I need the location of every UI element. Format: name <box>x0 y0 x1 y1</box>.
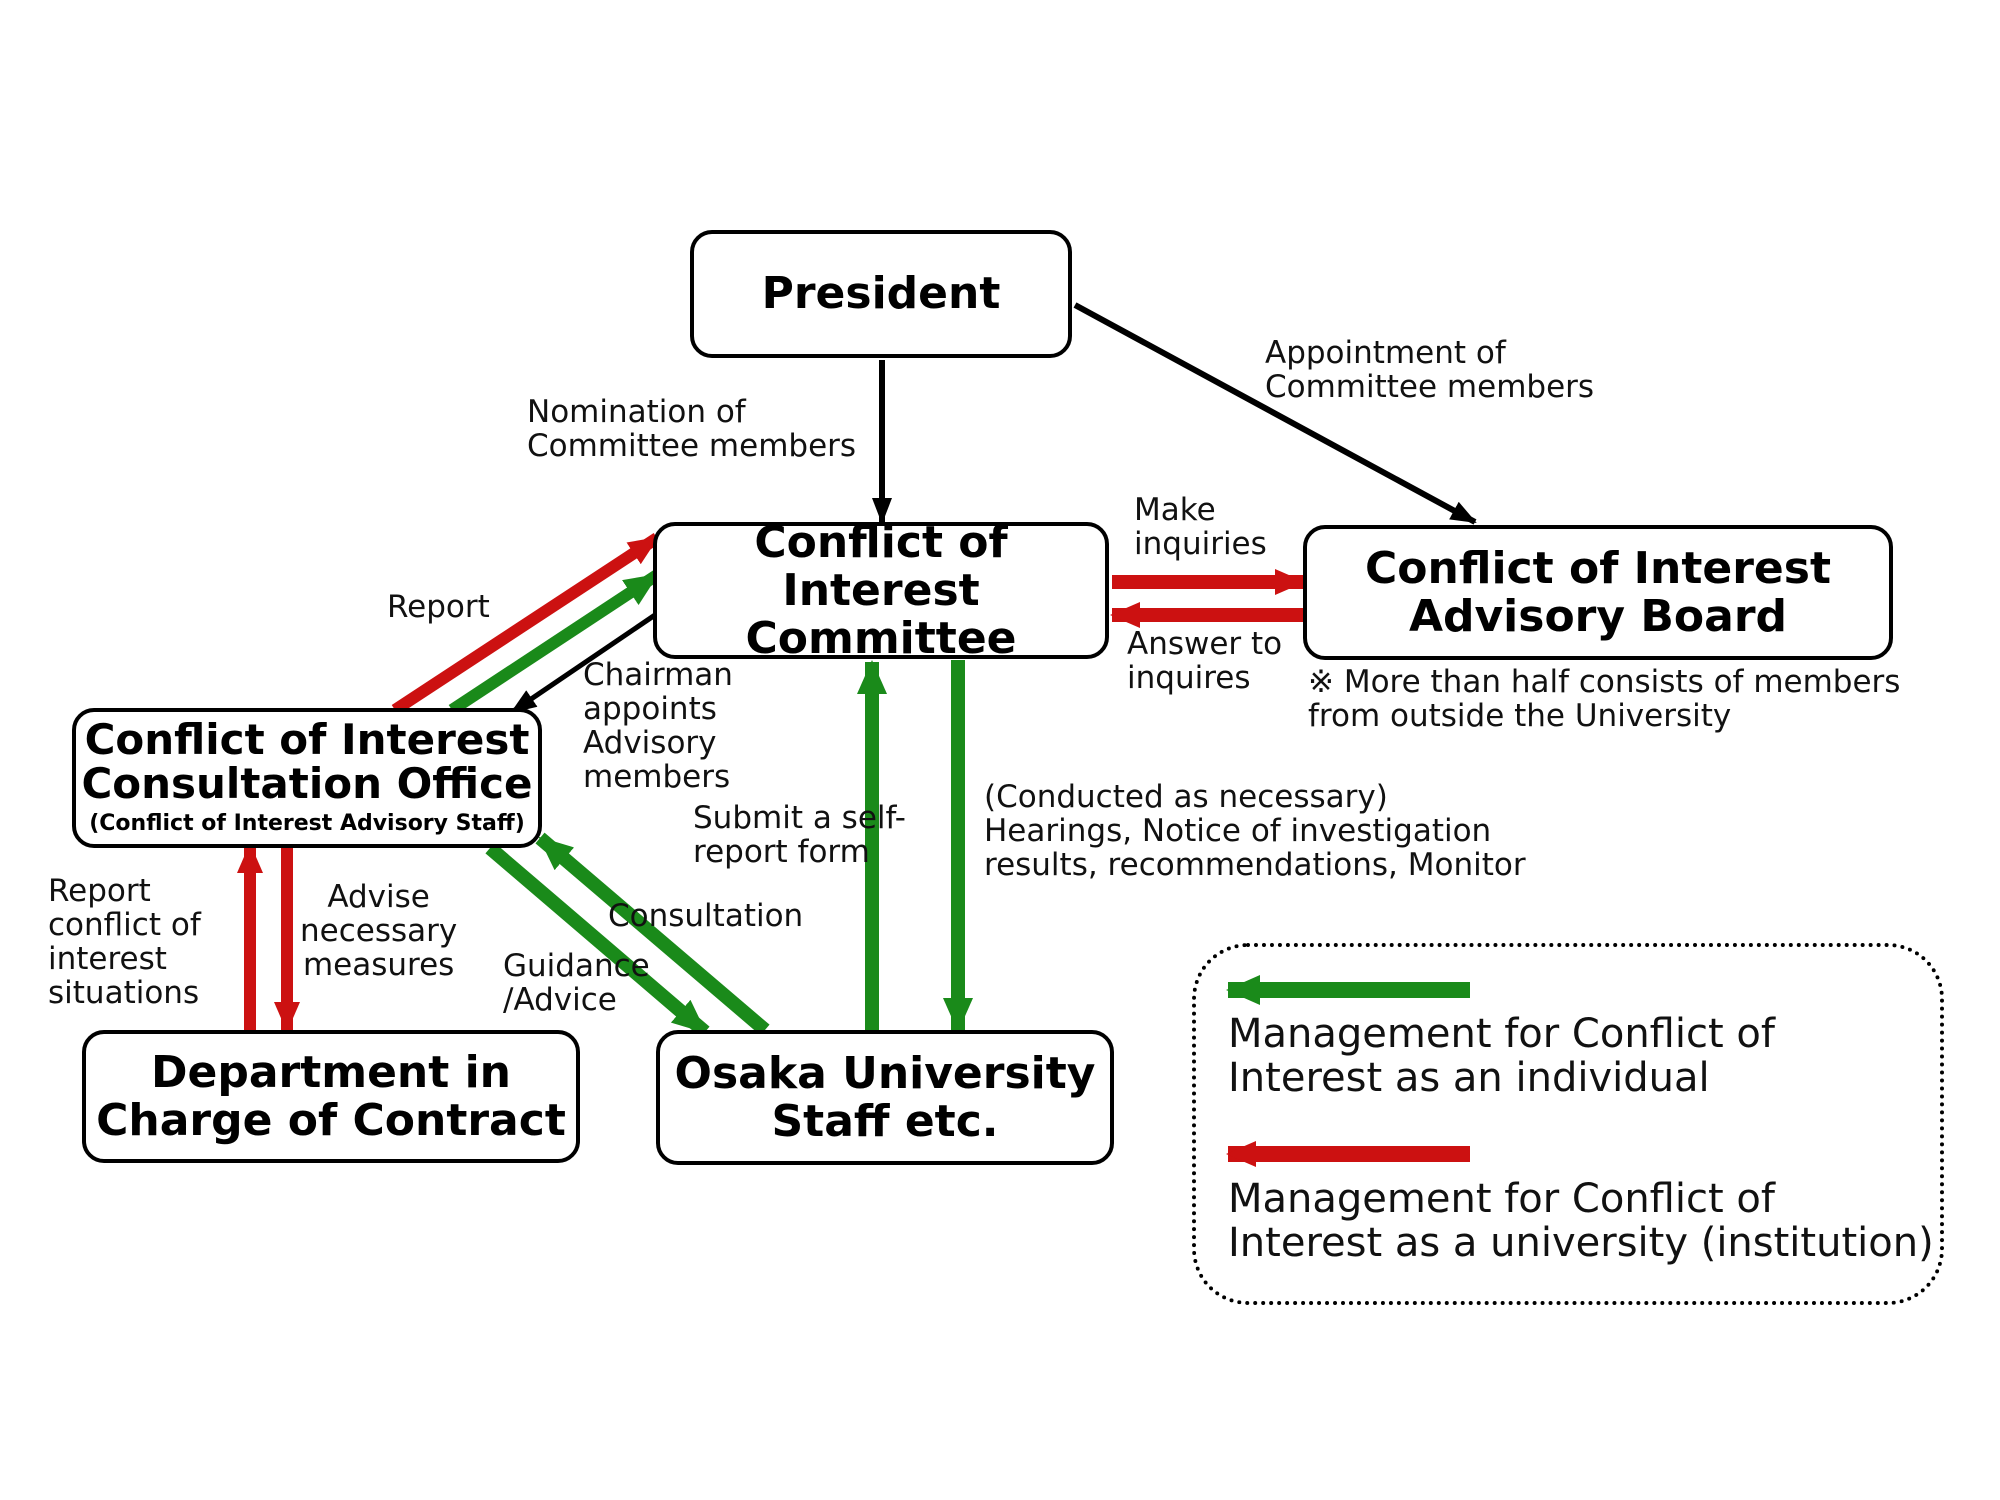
node-advisory-board-title: Conflict of Interest Advisory Board <box>1365 542 1831 642</box>
arrow-appointment <box>1073 302 1477 525</box>
node-president-title: President <box>761 268 1001 319</box>
legend-individual-text: Management for Conflict of Interest as a… <box>1228 1011 1775 1101</box>
node-consultation-office: Conflict of Interest Consultation Office… <box>72 708 542 848</box>
label-consultation: Consultation <box>608 898 804 934</box>
arrow-consultation <box>535 832 770 1036</box>
legend-box <box>1192 943 1944 1305</box>
arrow-report-institution <box>391 532 661 716</box>
label-make-inquiries: Make inquiries <box>1134 492 1267 562</box>
label-report: Report <box>387 589 490 625</box>
label-advise-measures: Advise necessary measures <box>300 879 458 983</box>
node-committee-title: Conflict of Interest Committee <box>745 516 1017 664</box>
node-consultation-office-subtitle: (Conflict of Interest Advisory Staff) <box>89 811 525 836</box>
node-president: President <box>690 230 1072 358</box>
label-nomination: Nomination of Committee members <box>527 394 857 464</box>
node-department-title: Department in Charge of Contract <box>96 1046 566 1146</box>
label-chairman-appoints: Chairman appoints Advisory members <box>583 657 733 795</box>
arrow-chairman-appoints <box>510 612 657 715</box>
label-report-conflict: Report conflict of interest situations <box>48 873 201 1011</box>
legend-institution-text: Management for Conflict of Interest as a… <box>1228 1176 1934 1266</box>
arrow-guidance <box>485 842 710 1038</box>
label-submit-self-report: Submit a self- report form <box>693 800 906 870</box>
label-appointment: Appointment of Committee members <box>1265 335 1595 405</box>
label-conducted: (Conducted as necessary) Hearings, Notic… <box>984 779 1526 883</box>
node-staff-title: Osaka University Staff etc. <box>674 1047 1096 1147</box>
node-committee: Conflict of Interest Committee <box>653 518 1109 662</box>
node-department: Department in Charge of Contract <box>82 1030 580 1163</box>
label-guidance: Guidance /Advice <box>503 948 650 1018</box>
label-answer-inquiries: Answer to inquires <box>1127 626 1283 696</box>
label-advisory-note: ※ More than half consists of members fro… <box>1308 664 1901 734</box>
arrow-report-individual <box>448 569 661 716</box>
node-consultation-office-title: Conflict of Interest Consultation Office <box>81 715 533 808</box>
node-advisory-board: Conflict of Interest Advisory Board <box>1303 525 1893 660</box>
node-staff: Osaka University Staff etc. <box>656 1030 1114 1165</box>
